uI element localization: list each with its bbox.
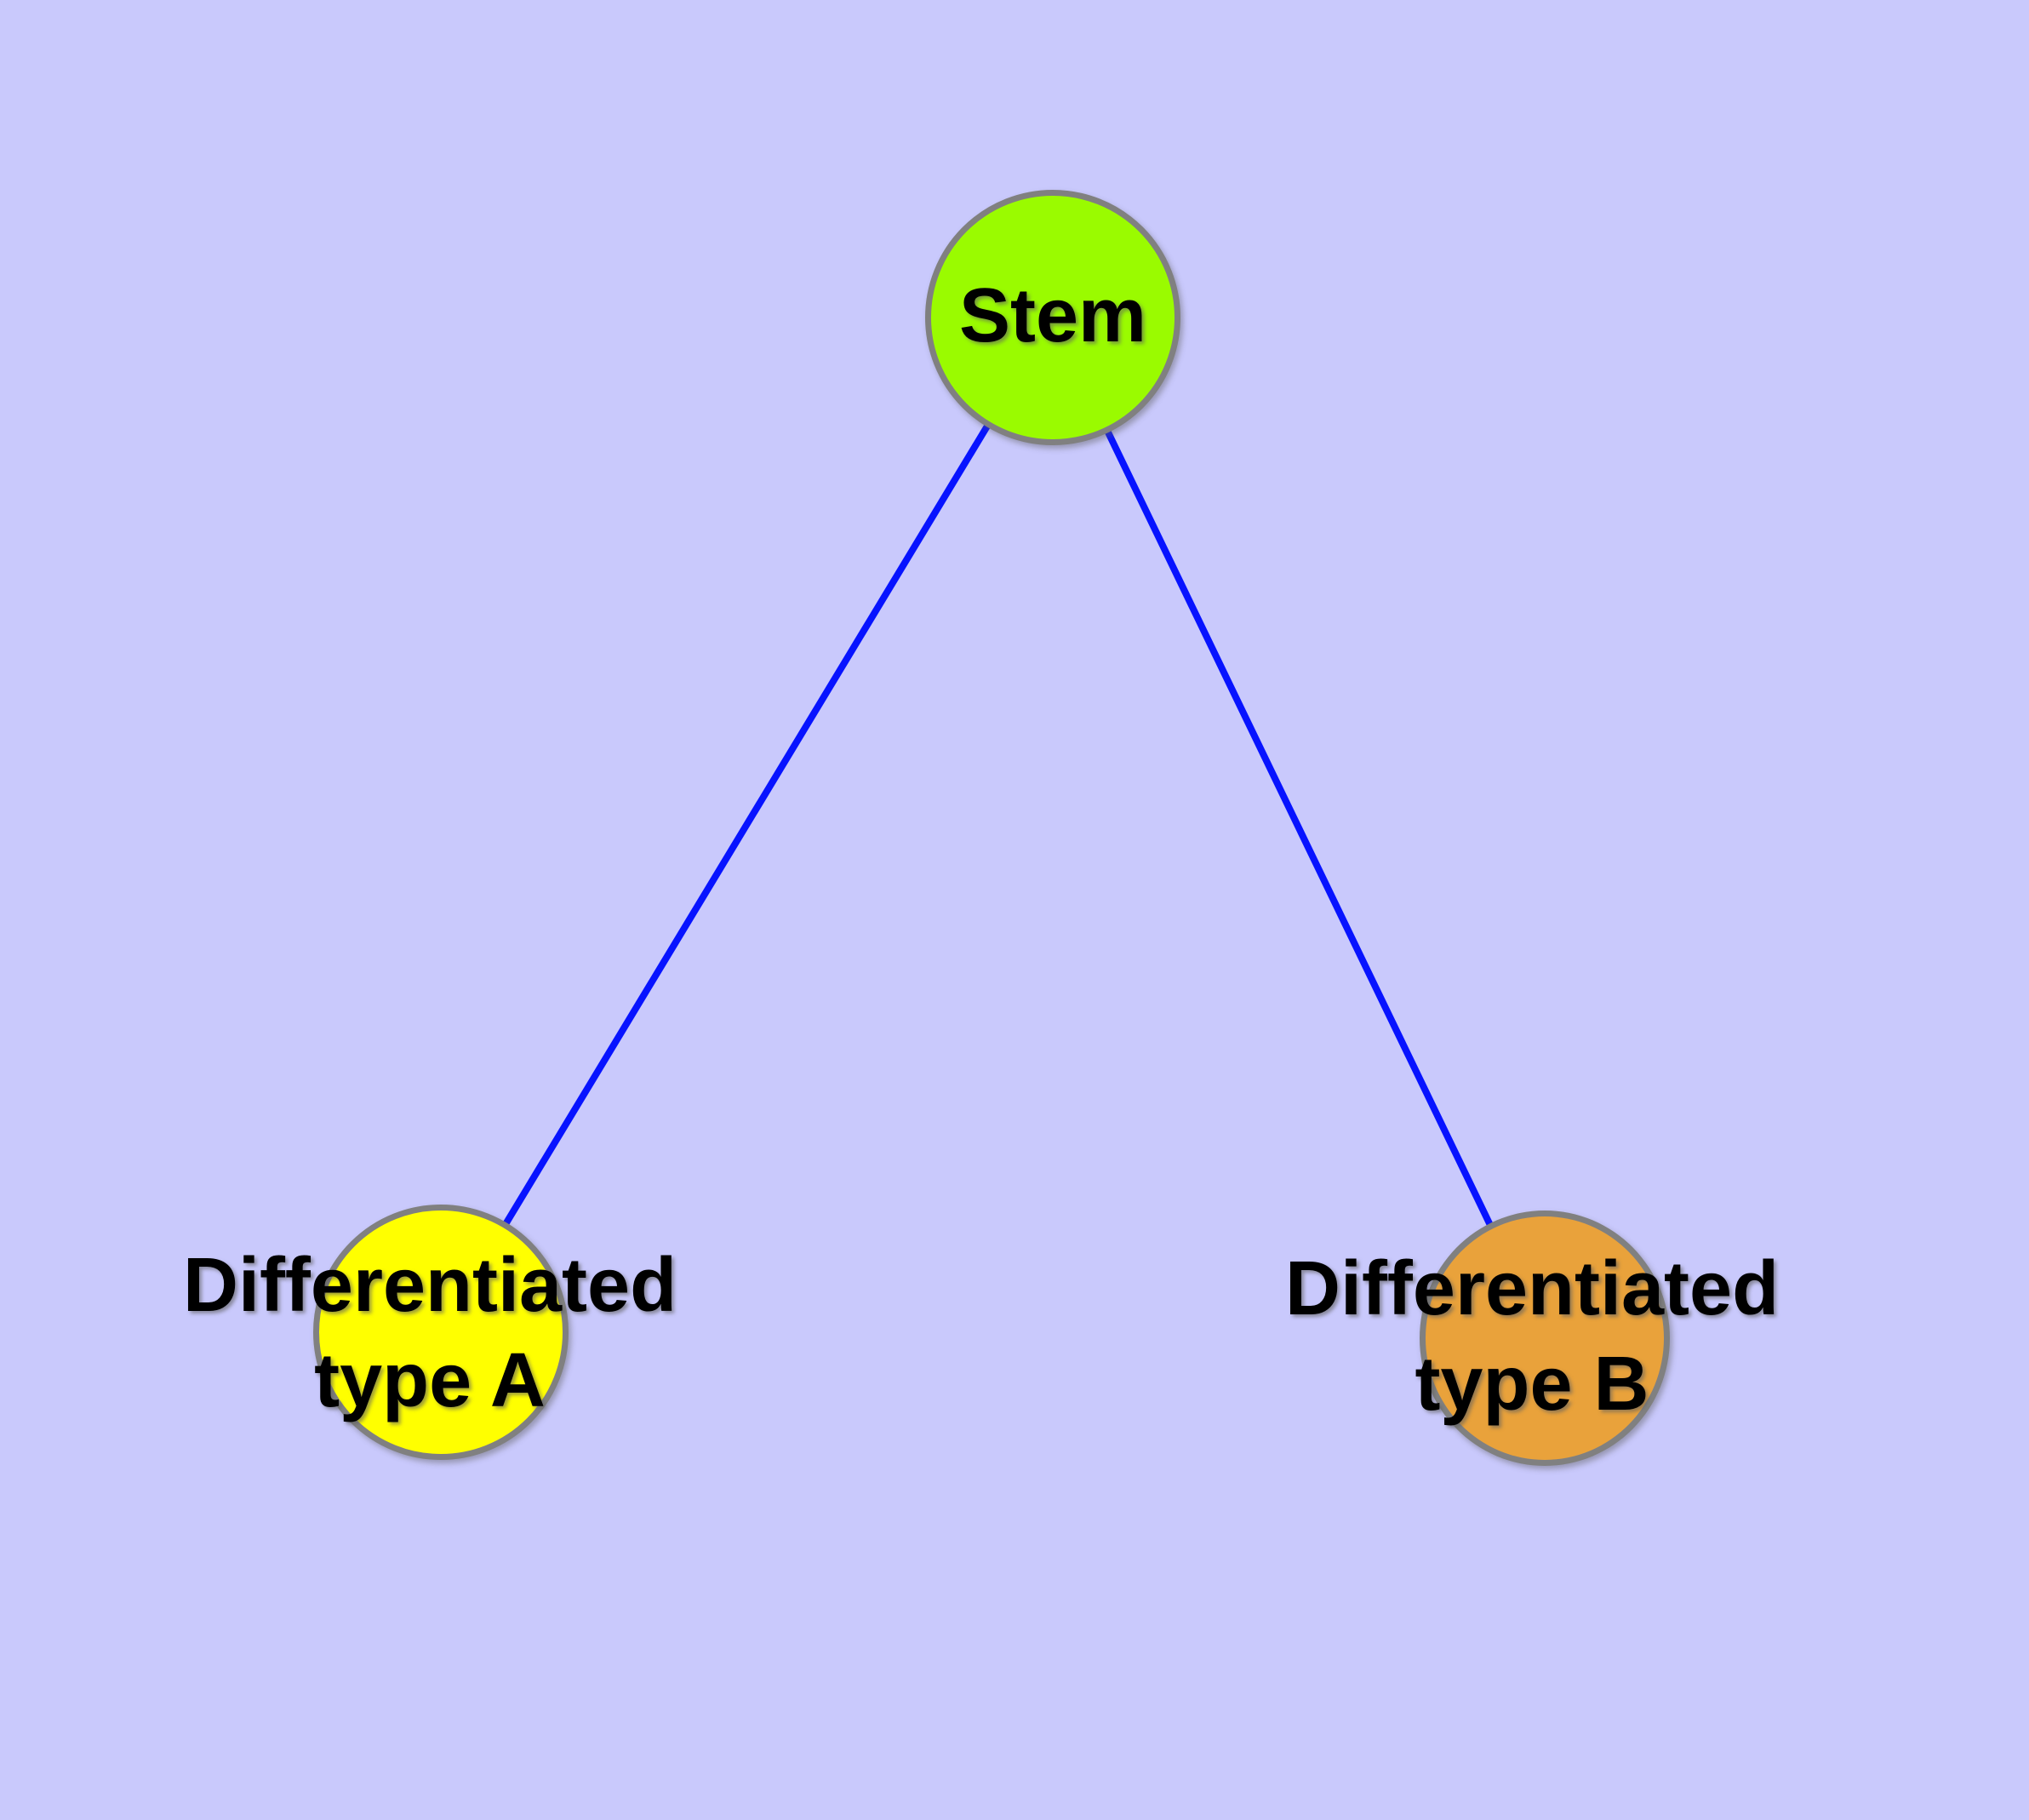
node-label-line: Stem: [958, 273, 1147, 358]
edge-stem-to-type-a[interactable]: [437, 315, 1056, 1334]
node-label-line: type B: [1415, 1342, 1649, 1427]
node-label-differentiated-type-a: Differentiated type A: [183, 1238, 677, 1428]
node-label-line: Differentiated: [182, 1243, 677, 1328]
node-label-line: type A: [314, 1338, 546, 1423]
node-label-differentiated-type-b: Differentiated type B: [1285, 1241, 1779, 1432]
node-label-stem: Stem: [959, 268, 1146, 363]
node-differentiated-type-a[interactable]: [313, 1205, 569, 1460]
node-differentiated-type-b[interactable]: [1420, 1210, 1670, 1466]
edge-stem-to-type-b[interactable]: [1049, 316, 1548, 1340]
node-label-line: Differentiated: [1284, 1246, 1780, 1331]
node-stem[interactable]: [925, 190, 1180, 445]
